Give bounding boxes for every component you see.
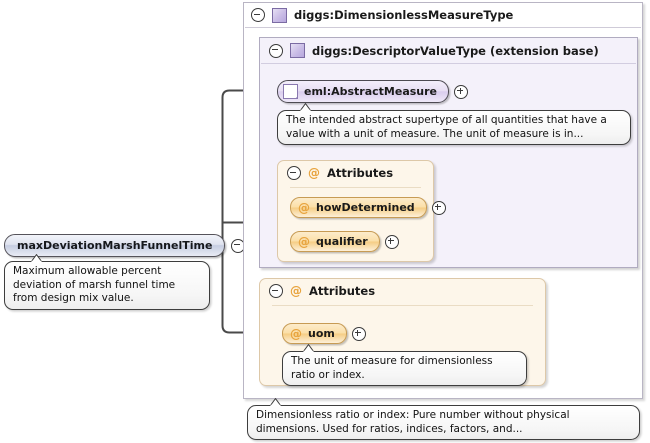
abstract-element-label: eml:AbstractMeasure bbox=[304, 85, 438, 98]
abstract-element-annotation-text: The intended abstract supertype of all q… bbox=[277, 110, 631, 145]
annotation-tail-icon bbox=[269, 398, 282, 406]
annotation-tail-icon bbox=[299, 103, 312, 111]
attributes-group-2-header[interactable]: @ Attributes bbox=[260, 279, 545, 303]
root-element-annotation: Maximum allowable percent deviation of m… bbox=[4, 254, 210, 310]
annotation-tail-icon bbox=[302, 344, 315, 352]
attributes-group-2[interactable]: @ Attributes @ uom The unit of measure f… bbox=[259, 278, 546, 386]
subtype-header-divider bbox=[261, 63, 636, 64]
subtype-label: diggs:DescriptorValueType (extension bas… bbox=[312, 43, 599, 58]
type-header-divider bbox=[245, 27, 641, 28]
attributes-group-1-header[interactable]: @ Attributes bbox=[278, 161, 433, 185]
type-annotation-text: Dimensionless ratio or index: Pure numbe… bbox=[247, 405, 640, 440]
minus-circle-icon[interactable] bbox=[269, 43, 283, 58]
abstract-element-pill[interactable]: eml:AbstractMeasure bbox=[277, 80, 450, 103]
subtype-header[interactable]: diggs:DescriptorValueType (extension bas… bbox=[260, 38, 637, 63]
type-header[interactable]: diggs:DimensionlessMeasureType bbox=[244, 3, 642, 27]
plus-circle-icon[interactable] bbox=[454, 84, 469, 99]
root-element-node[interactable]: maxDeviationMarshFunnelTime bbox=[4, 234, 246, 257]
at-icon: @ bbox=[308, 166, 320, 180]
root-element-annotation-text: Maximum allowable percent deviation of m… bbox=[4, 261, 210, 310]
at-icon: @ bbox=[290, 284, 302, 298]
at-icon: @ bbox=[298, 234, 310, 249]
type-annotation: Dimensionless ratio or index: Pure numbe… bbox=[247, 398, 640, 440]
attribute-row-uom[interactable]: @ uom bbox=[282, 323, 366, 344]
complex-type-icon bbox=[290, 43, 305, 58]
attribute-row-how-determined[interactable]: @ howDetermined bbox=[290, 197, 446, 218]
uom-annotation: The unit of measure for dimensionless ra… bbox=[282, 344, 527, 386]
abstract-element-node[interactable]: eml:AbstractMeasure bbox=[277, 80, 469, 103]
at-icon: @ bbox=[298, 200, 310, 215]
complex-type-icon bbox=[272, 7, 287, 23]
attributes-group-2-label: Attributes bbox=[309, 284, 376, 298]
minus-circle-icon[interactable] bbox=[251, 8, 265, 22]
annotation-tail-icon bbox=[30, 254, 43, 262]
attributes-header-divider bbox=[272, 305, 533, 306]
plus-circle-icon[interactable] bbox=[351, 326, 366, 341]
attributes-header-divider bbox=[290, 187, 421, 188]
attributes-group-1[interactable]: @ Attributes @ howDetermined @ qualifier bbox=[277, 160, 446, 262]
minus-circle-icon[interactable] bbox=[269, 284, 283, 298]
attribute-label: howDetermined bbox=[316, 201, 415, 214]
plus-circle-icon[interactable] bbox=[431, 200, 446, 215]
attribute-pill-how-determined[interactable]: @ howDetermined bbox=[290, 197, 427, 218]
at-icon: @ bbox=[290, 326, 302, 341]
plus-circle-icon[interactable] bbox=[384, 234, 399, 249]
attribute-row-qualifier[interactable]: @ qualifier bbox=[290, 231, 399, 252]
type-label: diggs:DimensionlessMeasureType bbox=[294, 8, 514, 22]
uom-annotation-text: The unit of measure for dimensionless ra… bbox=[282, 351, 527, 386]
attributes-group-1-label: Attributes bbox=[327, 166, 394, 180]
attribute-pill-uom[interactable]: @ uom bbox=[282, 323, 347, 344]
root-element-label[interactable]: maxDeviationMarshFunnelTime bbox=[4, 234, 226, 257]
attribute-pill-qualifier[interactable]: @ qualifier bbox=[290, 231, 380, 252]
attribute-label: qualifier bbox=[316, 235, 368, 248]
abstract-element-icon bbox=[283, 84, 298, 99]
attribute-label: uom bbox=[308, 327, 335, 340]
abstract-element-annotation: The intended abstract supertype of all q… bbox=[277, 103, 631, 145]
minus-circle-icon[interactable] bbox=[287, 166, 301, 180]
